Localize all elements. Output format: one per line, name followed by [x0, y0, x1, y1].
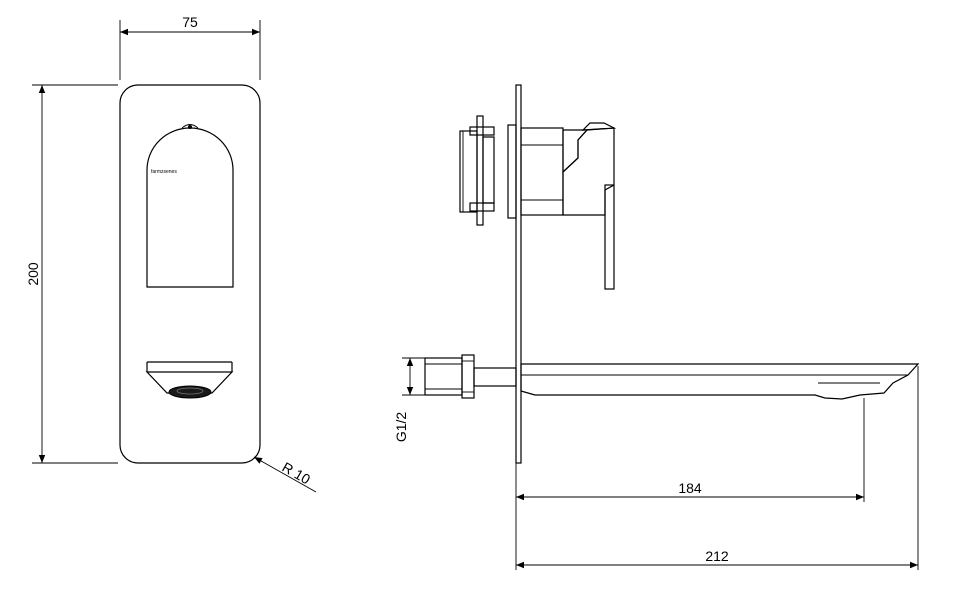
valve-body: [459, 115, 564, 226]
side-view: G1/2 184 212: [393, 84, 920, 570]
dimension-width: 75: [119, 14, 261, 80]
front-view: farmzsenes 75 200 R 10: [25, 14, 317, 493]
front-plate: [119, 84, 261, 464]
dimension-width-label: 75: [182, 14, 198, 30]
handle-recess: [146, 127, 234, 288]
side-spout: [520, 363, 920, 400]
dimension-height-label: 200: [25, 262, 41, 286]
dimension-radius-label: R 10: [280, 459, 314, 488]
dimension-thread: G1/2: [393, 357, 425, 443]
wall-plate: [515, 84, 522, 464]
dimension-overall-depth: 212: [516, 366, 919, 570]
dimension-overall-depth-label: 212: [705, 548, 729, 564]
dimension-spout-reach-label: 184: [678, 480, 702, 496]
supply-fitting: [424, 354, 517, 399]
dimension-thread-label: G1/2: [393, 412, 409, 443]
handle-knob: [181, 124, 199, 129]
dimension-spout-reach: 184: [515, 398, 865, 570]
brand-mark: farmzsenes: [151, 169, 177, 175]
lever-handle: [562, 122, 617, 290]
dimension-radius: R 10: [253, 456, 317, 493]
handle-knob-dot: [188, 125, 192, 129]
dimension-height: 200: [25, 84, 118, 464]
spout-outlet: [145, 361, 234, 399]
